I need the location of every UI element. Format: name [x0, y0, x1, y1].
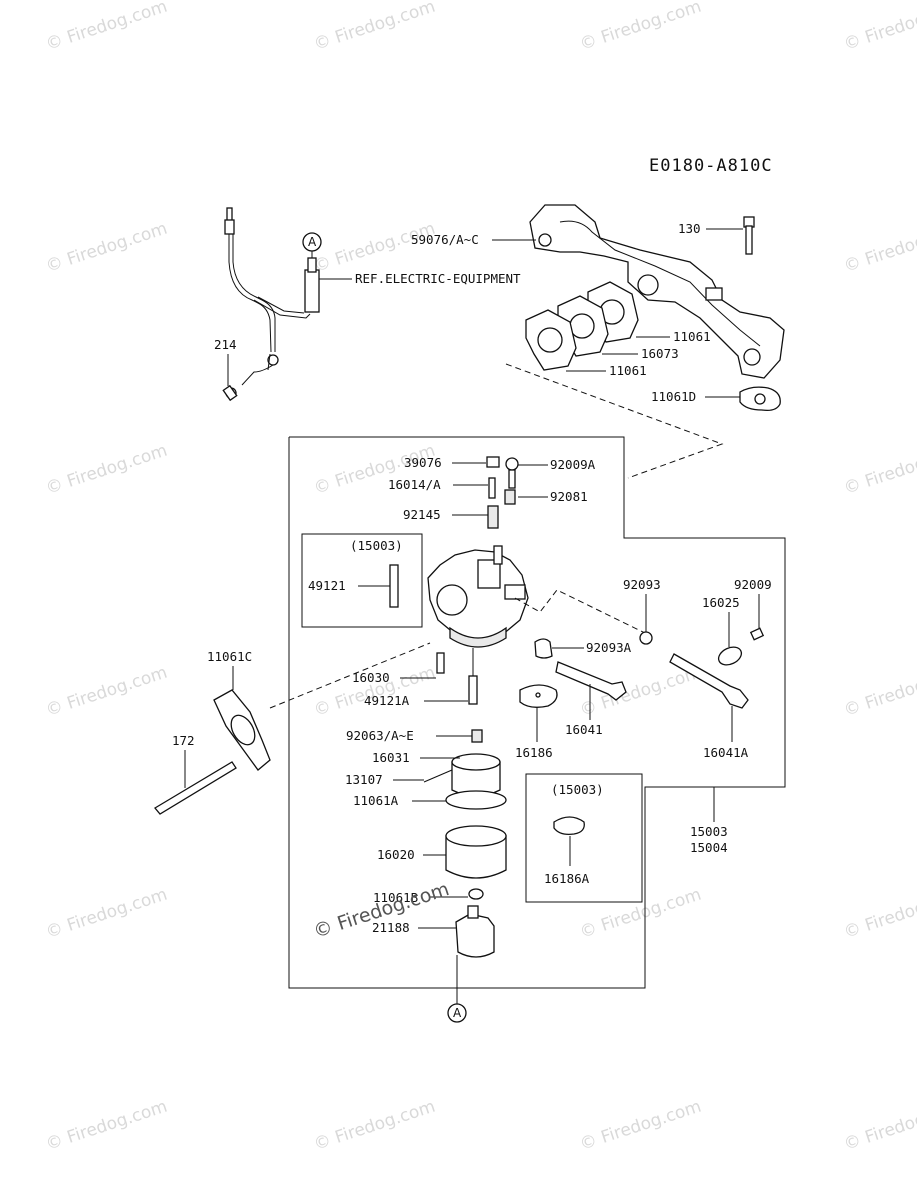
- watermark: © Firedog.com: [311, 0, 437, 55]
- label-16041: 16041: [565, 722, 603, 737]
- jet-92063: [471, 729, 483, 743]
- needle-16014: [488, 477, 496, 499]
- label-49121: 49121: [308, 578, 346, 593]
- label-16020: 16020: [377, 847, 415, 862]
- inset-title-diaphragm: (15003): [551, 782, 604, 797]
- label-92009a: 92009A: [550, 457, 596, 472]
- watermark: © Firedog.com: [43, 885, 169, 943]
- label-16186: 16186: [515, 745, 553, 760]
- washer-11061b: [468, 888, 484, 900]
- ref-note: REF.ELECTRIC-EQUIPMENT: [355, 271, 521, 286]
- watermark: © Firedog.com: [841, 663, 917, 721]
- label-92063: 92063/A~E: [346, 728, 414, 743]
- label-92081: 92081: [550, 489, 588, 504]
- plate-16025: [717, 646, 743, 666]
- bushing-92093a: [534, 638, 553, 659]
- watermark: © Firedog.com: [841, 441, 917, 499]
- watermark: © Firedog.com: [43, 0, 169, 55]
- label-16073: 16073: [641, 346, 679, 361]
- callout-label-bottom: A: [453, 1006, 462, 1020]
- inset-box-diaphragm: [525, 773, 643, 903]
- watermark: © Firedog.com: [577, 0, 703, 55]
- diagram-code: E0180-A810C: [649, 156, 773, 176]
- screw-92009a: [505, 457, 519, 471]
- watermark: © Firedog.com: [577, 885, 703, 943]
- diaphragm-16186a: [553, 816, 585, 836]
- label-59076: 59076/A~C: [411, 232, 479, 247]
- label-16014: 16014/A: [388, 477, 441, 492]
- label-92093: 92093: [623, 577, 661, 592]
- label-11061a: 11061A: [353, 793, 399, 808]
- watermark: © Firedog.com: [43, 441, 169, 499]
- intake-manifold: [529, 204, 785, 379]
- label-15004: 15004: [690, 840, 728, 855]
- callout-circle-bottom: [447, 1003, 467, 1023]
- label-13107: 13107: [345, 772, 383, 787]
- label-21188: 21188: [372, 920, 410, 935]
- shaft-16041: [555, 661, 627, 701]
- label-11061-lower: 11061: [609, 363, 647, 378]
- label-11061b: 11061B: [373, 890, 418, 905]
- watermark: © Firedog.com: [43, 219, 169, 277]
- washer-92093: [639, 631, 653, 645]
- watermark: © Firedog.com: [841, 1097, 917, 1155]
- watermark: © Firedog.com: [43, 663, 169, 721]
- label-15003: 15003: [690, 824, 728, 839]
- watermark: © Firedog.com: [577, 663, 703, 721]
- label-92009: 92009: [734, 577, 772, 592]
- nozzle-49121a: [468, 675, 478, 705]
- watermark: © Firedog.com: [43, 1097, 169, 1155]
- watermark: © Firedog.com: [577, 1097, 703, 1155]
- carburetor-assembly-outline: [288, 436, 786, 989]
- label-49121a: 49121A: [364, 693, 410, 708]
- watermark: © Firedog.com: [311, 1097, 437, 1155]
- label-16186a: 16186A: [544, 871, 590, 886]
- label-16025: 16025: [702, 595, 740, 610]
- gasket-stack: [525, 281, 639, 371]
- carburetor-body: [427, 545, 529, 648]
- label-92093a: 92093A: [586, 640, 632, 655]
- pilot-jet: [389, 564, 399, 608]
- label-16041a: 16041A: [703, 745, 749, 760]
- part-39076: [486, 456, 500, 468]
- gasket-11061a: [445, 790, 507, 810]
- bolt-21188: [455, 913, 495, 958]
- callout-label-top: A: [308, 235, 317, 249]
- watermark: © Firedog.com: [841, 885, 917, 943]
- label-11061d: 11061D: [651, 389, 696, 404]
- watermark: © Firedog.com: [841, 0, 917, 55]
- screw-92009: [749, 627, 765, 641]
- label-172: 172: [172, 733, 195, 748]
- jet-16030: [436, 652, 445, 674]
- watermark: © Firedog.com: [841, 219, 917, 277]
- inset-title-pilot: (15003): [350, 538, 403, 553]
- label-39076: 39076: [404, 455, 442, 470]
- watermark: © Firedog.com: [311, 219, 437, 277]
- label-16031: 16031: [372, 750, 410, 765]
- spring-92145: [487, 505, 499, 529]
- spring-92081: [504, 489, 516, 505]
- label-11061-upper: 11061: [673, 329, 711, 344]
- label-92145: 92145: [403, 507, 441, 522]
- label-16030: 16030: [352, 670, 390, 685]
- label-130: 130: [678, 221, 701, 236]
- shaft-16041a: [669, 653, 749, 709]
- label-214: 214: [214, 337, 237, 352]
- inset-box-pilot-jet: [301, 533, 423, 628]
- label-11061c: 11061C: [207, 649, 252, 664]
- stud-172: [154, 761, 237, 815]
